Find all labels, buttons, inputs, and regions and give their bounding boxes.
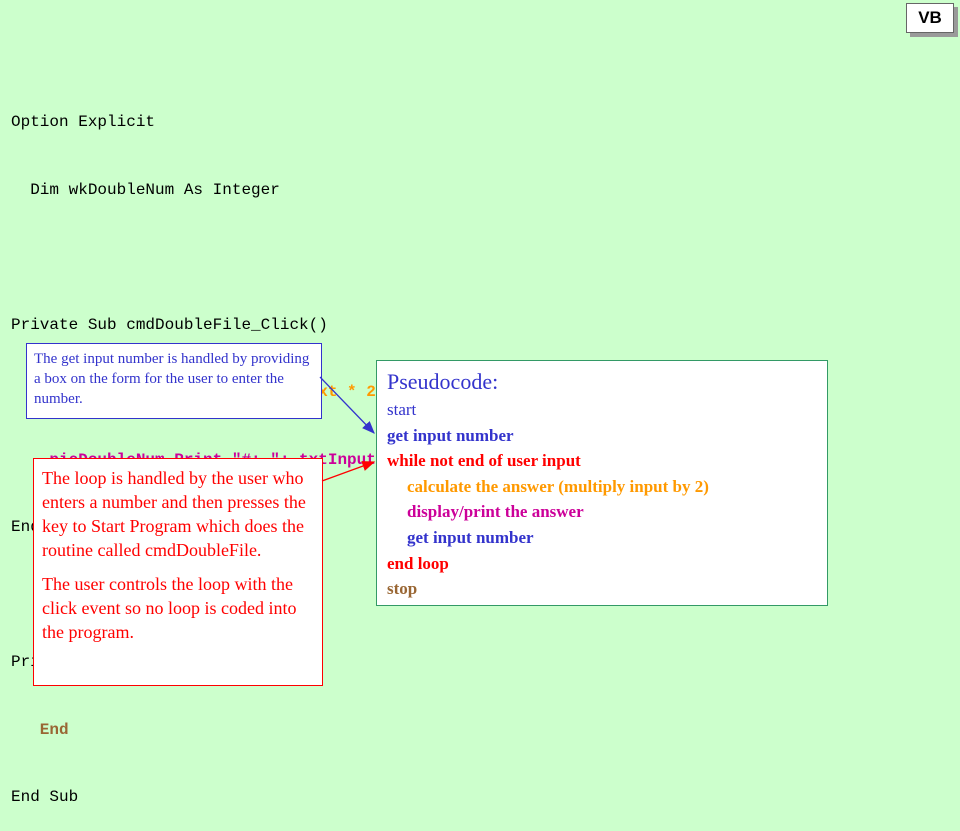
pseudocode-line: end loop — [387, 553, 449, 573]
pseudocode-line: while not end of user input — [387, 451, 581, 471]
pseudocode-line: get input number — [387, 425, 514, 445]
code-line — [11, 246, 712, 269]
input-note-text: The get input number is handled by provi… — [34, 351, 310, 407]
loop-note-box: The loop is handled by the user who ente… — [33, 458, 323, 686]
vb-badge: VB — [906, 3, 954, 33]
pseudocode-title: Pseudocode: — [387, 369, 499, 394]
pseudocode-line: get input number — [407, 527, 534, 547]
code-line: Private Sub cmdDoubleFile_Click() — [11, 315, 328, 334]
pseudocode-line: display/print the answer — [407, 502, 584, 522]
pseudocode-box: Pseudocode: start get input number while… — [376, 360, 828, 606]
code-line: End Sub — [11, 788, 79, 806]
input-note-box: The get input number is handled by provi… — [26, 343, 322, 419]
pseudocode-line: start — [387, 400, 417, 419]
pseudocode-line: calculate the answer (multiply input by … — [407, 476, 709, 496]
code-line: Dim wkDoubleNum As Integer — [11, 180, 280, 199]
code-line: Option Explicit — [11, 113, 156, 131]
loop-note-text-2: The user controls the loop with the clic… — [42, 574, 297, 642]
code-line-end: End — [11, 720, 69, 739]
pseudocode-line: stop — [387, 579, 418, 599]
loop-note-text-1: The loop is handled by the user who ente… — [42, 468, 306, 560]
